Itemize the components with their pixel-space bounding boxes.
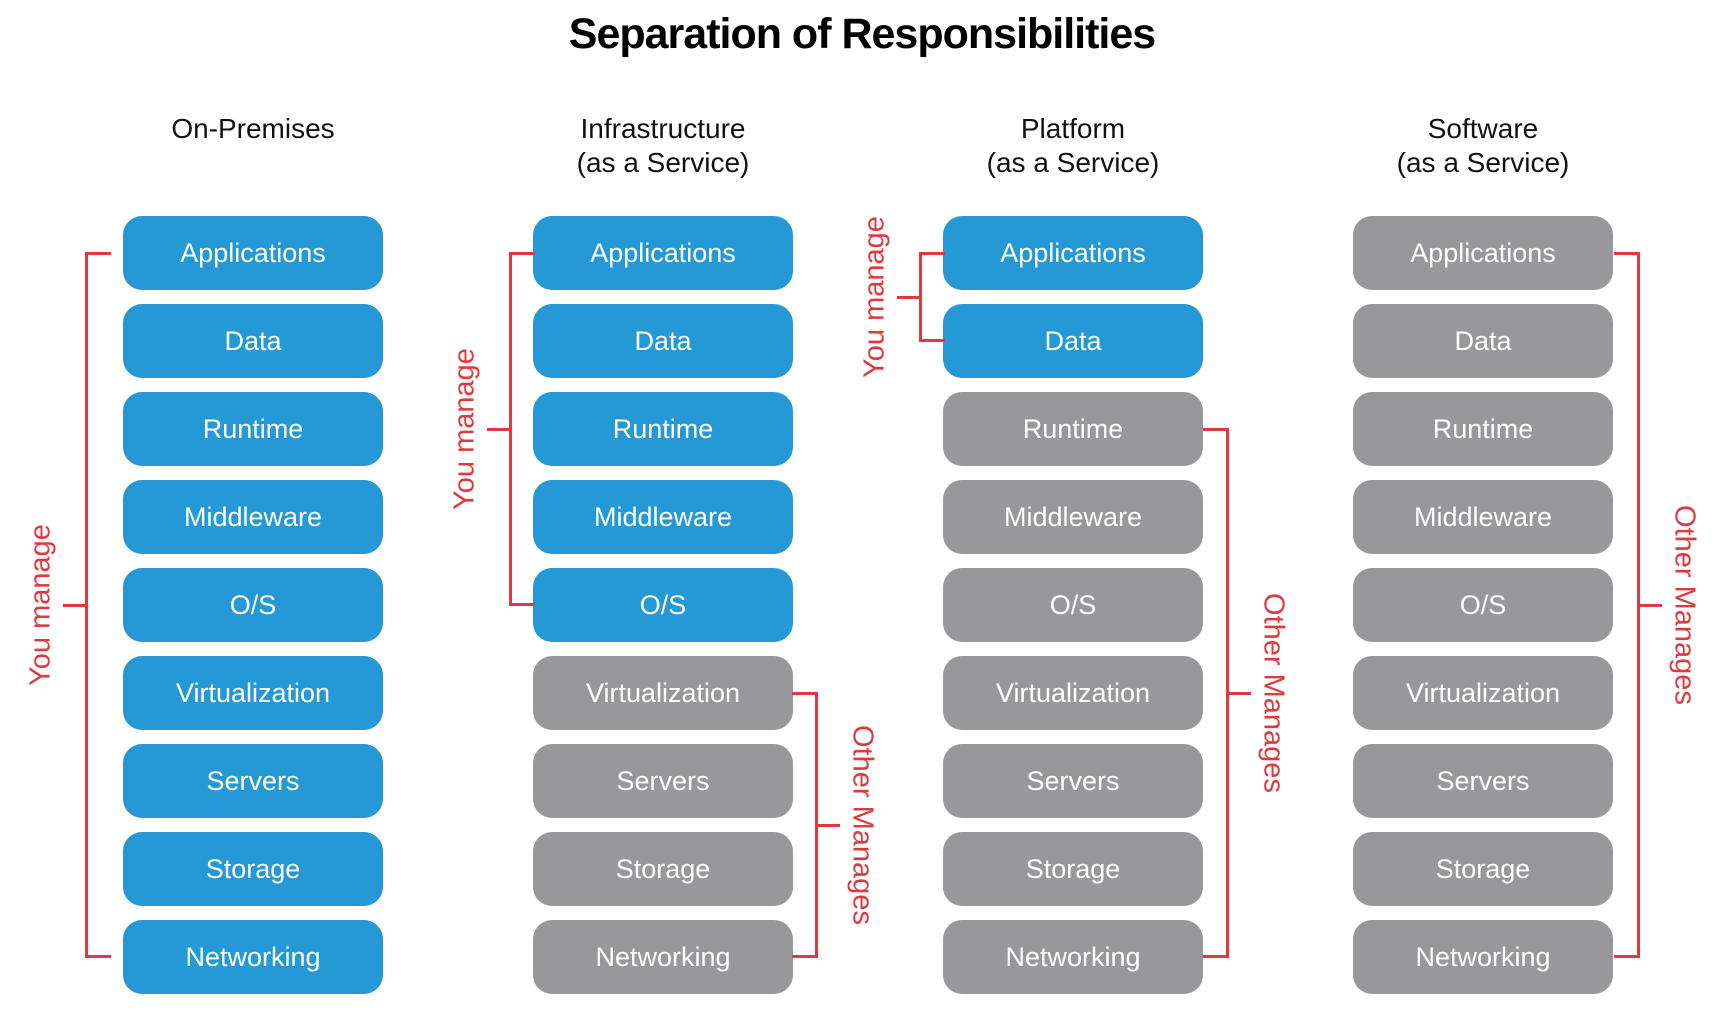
bracket-tick <box>919 339 945 342</box>
bracket-tick <box>1203 428 1229 431</box>
box-os: O/S <box>533 568 793 642</box>
box-middleware: Middleware <box>943 480 1203 554</box>
bracket-tick <box>1640 604 1662 607</box>
bracket-line <box>509 252 512 606</box>
column-header-paas: Platform (as a Service) <box>893 112 1253 180</box>
box-applications: Applications <box>943 216 1203 290</box>
box-runtime: Runtime <box>123 392 383 466</box>
other-manages-label: Other Manages <box>1257 593 1290 793</box>
box-virtualization: Virtualization <box>123 656 383 730</box>
bracket-tick <box>1203 955 1229 958</box>
you-manage-label: You manage <box>448 348 481 510</box>
column-header-saas: Software (as a Service) <box>1303 112 1663 180</box>
box-runtime: Runtime <box>533 392 793 466</box>
stack-column-iaas: Applications Data Runtime Middleware O/S… <box>533 216 793 1008</box>
box-storage: Storage <box>943 832 1203 906</box>
column-header-on-premises: On-Premises <box>73 112 433 146</box>
column-header-line1: Infrastructure <box>580 113 746 144</box>
column-header-line2: (as a Service) <box>1396 147 1570 178</box>
bracket-line <box>85 252 88 958</box>
box-storage: Storage <box>1353 832 1613 906</box>
bracket-tick <box>487 428 509 431</box>
box-virtualization: Virtualization <box>533 656 793 730</box>
bracket-tick <box>85 955 111 958</box>
box-applications: Applications <box>533 216 793 290</box>
box-applications: Applications <box>123 216 383 290</box>
bracket-line <box>1637 252 1640 958</box>
bracket-tick <box>509 252 535 255</box>
bracket-tick <box>792 692 818 695</box>
box-servers: Servers <box>533 744 793 818</box>
column-header-line1: Platform <box>1020 113 1126 144</box>
page-title: Separation of Responsibilities <box>568 10 1156 58</box>
box-os: O/S <box>1353 568 1613 642</box>
stack-column-saas: Applications Data Runtime Middleware O/S… <box>1353 216 1613 1008</box>
column-header-line1: On-Premises <box>171 113 335 144</box>
column-header-line1: Software <box>1427 113 1539 144</box>
box-servers: Servers <box>943 744 1203 818</box>
column-header-iaas: Infrastructure (as a Service) <box>483 112 843 180</box>
box-runtime: Runtime <box>943 392 1203 466</box>
box-os: O/S <box>123 568 383 642</box>
box-networking: Networking <box>533 920 793 994</box>
box-networking: Networking <box>1353 920 1613 994</box>
you-manage-label: You manage <box>858 216 891 378</box>
box-servers: Servers <box>123 744 383 818</box>
bracket-line <box>919 252 922 342</box>
box-virtualization: Virtualization <box>1353 656 1613 730</box>
you-manage-label: You manage <box>24 524 57 686</box>
bracket-tick <box>792 955 818 958</box>
bracket-tick <box>509 603 535 606</box>
box-middleware: Middleware <box>123 480 383 554</box>
bracket-line <box>815 692 818 958</box>
box-middleware: Middleware <box>1353 480 1613 554</box>
box-applications: Applications <box>1353 216 1613 290</box>
box-storage: Storage <box>533 832 793 906</box>
box-storage: Storage <box>123 832 383 906</box>
box-os: O/S <box>943 568 1203 642</box>
bracket-tick <box>63 604 85 607</box>
box-networking: Networking <box>123 920 383 994</box>
bracket-tick <box>897 296 919 299</box>
box-runtime: Runtime <box>1353 392 1613 466</box>
bracket-tick <box>1614 252 1640 255</box>
box-data: Data <box>943 304 1203 378</box>
bracket-tick <box>919 252 945 255</box>
stack-column-paas: Applications Data Runtime Middleware O/S… <box>943 216 1203 1008</box>
box-data: Data <box>123 304 383 378</box>
box-data: Data <box>1353 304 1613 378</box>
other-manages-label: Other Manages <box>846 725 879 925</box>
box-data: Data <box>533 304 793 378</box>
bracket-tick <box>1229 692 1251 695</box>
box-virtualization: Virtualization <box>943 656 1203 730</box>
bracket-line <box>1226 428 1229 958</box>
box-servers: Servers <box>1353 744 1613 818</box>
other-manages-label: Other Manages <box>1668 505 1701 705</box>
column-header-line2: (as a Service) <box>576 147 750 178</box>
bracket-tick <box>85 252 111 255</box>
column-header-line2: (as a Service) <box>986 147 1160 178</box>
stack-column-on-premises: Applications Data Runtime Middleware O/S… <box>123 216 383 1008</box>
bracket-tick <box>818 824 840 827</box>
box-middleware: Middleware <box>533 480 793 554</box>
bracket-tick <box>1614 955 1640 958</box>
box-networking: Networking <box>943 920 1203 994</box>
